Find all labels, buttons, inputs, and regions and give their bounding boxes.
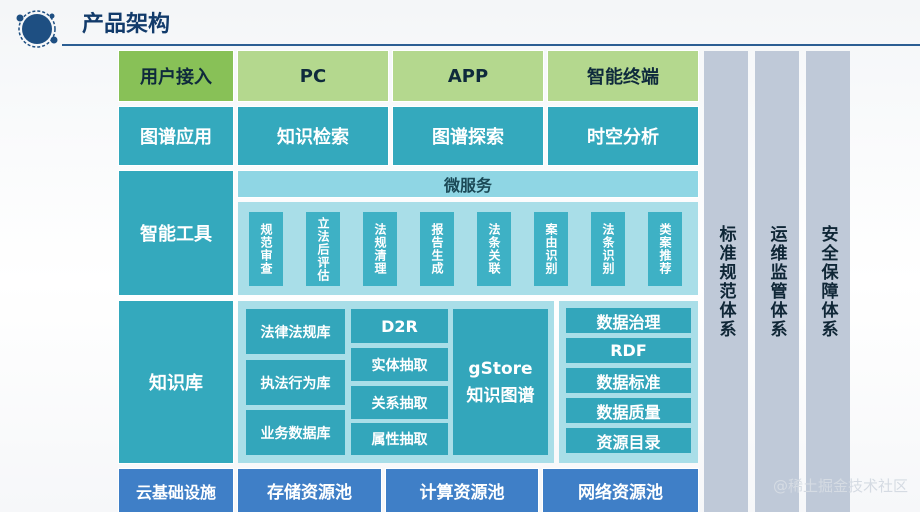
tool-report-generation: 报告生成 [420,212,454,286]
kb-business-db: 业务数据库 [246,410,345,455]
kb-attribute-extraction: 属性抽取 [351,423,448,455]
tool-case-cause-recognition: 案由识别 [534,212,568,286]
access-pc: PC [238,51,388,101]
app-graph-explore: 图谱探索 [393,107,543,165]
tool-similar-case-recommend: 类案推荐 [648,212,682,286]
kb-entity-extraction: 实体抽取 [351,348,448,381]
row-label-smart-tools: 智能工具 [119,171,233,295]
access-app: APP [393,51,543,101]
page-title: 产品架构 [82,12,171,37]
tool-norm-review: 规范审查 [249,212,283,286]
row-label-graph-app: 图谱应用 [119,107,233,165]
tool-article-association: 法条关联 [477,212,511,286]
column-operations: 运维监管体系 [755,51,799,512]
tool-article-recognition: 法条识别 [591,212,625,286]
column-security: 安全保障体系 [806,51,850,512]
meta-data-quality: 数据质量 [566,398,691,423]
tool-post-legislation-eval: 立法后评估 [306,212,340,286]
app-knowledge-search: 知识检索 [238,107,388,165]
access-smart-terminal: 智能终端 [548,51,698,101]
kb-d2r: D2R [351,309,448,343]
row-label-knowledge-base: 知识库 [119,301,233,463]
knowledge-graph-label: 知识图谱 [466,385,535,406]
row-label-user-access: 用户接入 [119,51,233,101]
meta-rdf: RDF [566,338,691,363]
tool-regulation-cleanup: 法规清理 [363,212,397,286]
kb-relation-extraction: 关系抽取 [351,386,448,419]
meta-resource-catalog: 资源目录 [566,428,691,453]
logo [12,8,62,50]
planet-orbit-icon [16,10,58,48]
cloud-compute-pool: 计算资源池 [386,469,538,512]
gstore-label: gStore [468,358,533,379]
cloud-network-pool: 网络资源池 [543,469,698,512]
kb-law-regulation-db: 法律法规库 [246,309,345,354]
column-standards: 标准规范体系 [704,51,748,512]
watermark: @稀土掘金技术社区 [772,477,908,495]
app-spatiotemporal-analysis: 时空分析 [548,107,698,165]
title-underline [62,44,920,46]
kb-enforcement-db: 执法行为库 [246,360,345,405]
cloud-storage-pool: 存储资源池 [238,469,381,512]
meta-data-standard: 数据标准 [566,368,691,393]
gstore-knowledge-graph: gStore 知识图谱 [453,309,548,455]
row-label-cloud: 云基础设施 [119,469,233,512]
meta-data-governance: 数据治理 [566,308,691,333]
microservice-bar: 微服务 [238,171,698,197]
